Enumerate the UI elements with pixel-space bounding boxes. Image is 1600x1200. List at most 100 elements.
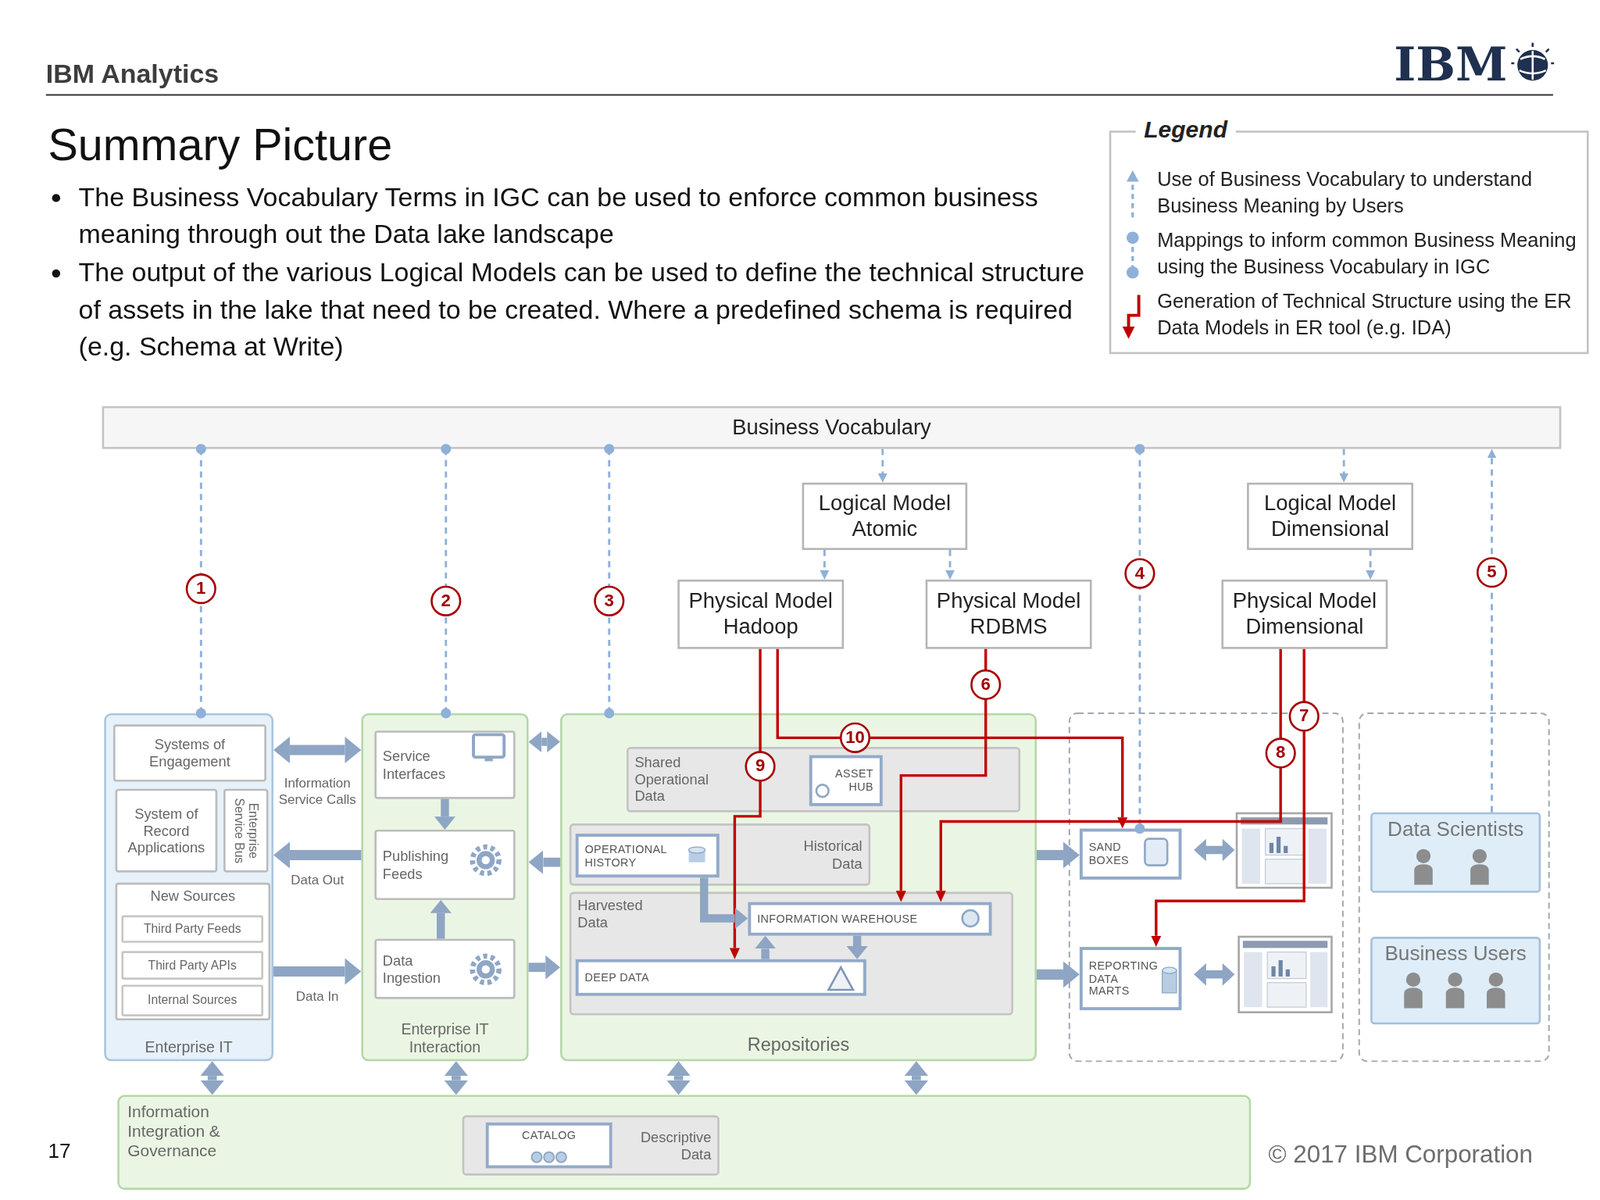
callout-number: 7 <box>1289 700 1320 732</box>
connector <box>289 744 346 755</box>
store-box: INFORMATION WAREHOUSE <box>747 902 992 936</box>
logo-text: IBM <box>1393 36 1508 93</box>
store-group: Harvested Data INFORMATION WAREHOUSE DEEP … <box>569 892 1014 1016</box>
edge-label-host: 1 <box>185 573 217 604</box>
bullet-text: The output of the various Logical Models… <box>78 254 1100 365</box>
legend-text: Mappings to inform common Business Meani… <box>1157 227 1581 281</box>
node-text: Third Party APIs <box>148 957 237 972</box>
store-group: Descriptive Data CATALOG <box>462 1115 720 1176</box>
legend-box: LegendUse of Business Vocabulary to unde… <box>1109 130 1590 354</box>
person-icon <box>1403 972 1505 1009</box>
source-box: Third Party Feeds <box>121 915 264 943</box>
callout-number: 6 <box>970 669 1001 700</box>
user-group: Data Scientists <box>1370 812 1541 893</box>
connector <box>440 799 449 817</box>
store-box: SAND BOXES <box>1079 828 1183 880</box>
store-box: ASSET HUB <box>809 755 883 807</box>
node-text: Logical Model Atomic <box>810 491 960 543</box>
edge-label-host: Data Out <box>270 872 365 889</box>
connector <box>273 966 345 977</box>
title-host: Summary Picture <box>47 118 393 172</box>
connector <box>734 649 761 949</box>
connector <box>207 1075 218 1080</box>
store-box: REPORTING DATA MARTS <box>1079 946 1183 1011</box>
edge-label-host: 2 <box>430 585 461 617</box>
dashboard-icon <box>1236 813 1332 888</box>
source-box: Third Party APIs <box>121 950 264 980</box>
node-text: System of Record Applications <box>123 805 210 857</box>
zone-panel: RepositoriesShared Operational DataASSET… <box>560 713 1037 1061</box>
node-text: ASSET HUB <box>827 767 874 794</box>
connector <box>1036 969 1064 980</box>
connector <box>911 1075 922 1080</box>
globe-icon <box>1510 42 1554 81</box>
connector <box>1490 457 1493 812</box>
node-text: DEEP DATA <box>584 971 650 985</box>
mart-icon <box>1162 967 1177 993</box>
node-text: Descriptive Data <box>629 1128 711 1163</box>
connector <box>1342 449 1346 474</box>
bullet-dot <box>52 193 61 202</box>
edge-label-host: 7 <box>1289 700 1320 732</box>
connector <box>444 449 447 714</box>
user-group: Business Users <box>1370 936 1541 1025</box>
bullet-dot <box>52 268 61 277</box>
analytics-zone <box>1069 713 1343 1061</box>
node-text: Harvested Data <box>577 896 649 931</box>
warehouse-icon <box>962 910 979 927</box>
sandbox-icon <box>1144 839 1168 866</box>
edge-label-host: 5 <box>1476 557 1508 588</box>
connector <box>1156 649 1304 936</box>
hub-icon <box>816 784 829 797</box>
store-box: CATALOG <box>485 1122 613 1169</box>
deep-data-icon <box>828 967 854 990</box>
label-host: IBM Analytics <box>46 57 219 90</box>
legend-row: Mappings to inform common Business Meani… <box>1110 227 1587 281</box>
legend-text: Use of Business Vocabulary to understand… <box>1157 166 1581 220</box>
node-text: Internal Sources <box>147 992 237 1008</box>
page-number: 17 <box>47 1139 71 1165</box>
callout-number: 10 <box>839 722 871 754</box>
connector <box>823 550 826 571</box>
legend-sample <box>1117 229 1148 281</box>
legend-text: Generation of Technical Structure using … <box>1157 288 1581 342</box>
flow-label: Data In <box>270 989 365 1005</box>
zone-panel: Information Integration & GovernanceDesc… <box>117 1094 1251 1190</box>
node-text: Enterprise Service Bus <box>231 792 261 870</box>
edge-label-host: 6 <box>970 669 1001 700</box>
node-text: Physical Model Dimensional <box>1229 589 1380 640</box>
bullet-text: The Business Vocabulary Terms in IGC can… <box>78 179 1100 254</box>
edge-label-host: 8 <box>1265 737 1297 768</box>
node-text: SAND BOXES <box>1089 840 1140 868</box>
connector <box>853 935 861 947</box>
catalog-icon <box>531 1152 566 1163</box>
callout-number: 5 <box>1476 557 1508 588</box>
node-text: Shared Operational Data <box>634 754 732 806</box>
node-text: Service Interfaces <box>382 747 465 782</box>
node-text: Data Ingestion <box>382 952 465 986</box>
connector <box>881 449 884 474</box>
connector <box>607 449 611 714</box>
node-text: Systems of Engagement <box>121 735 258 770</box>
legend-sample <box>1117 168 1148 220</box>
monitor-icon <box>473 734 504 761</box>
slide-title: Summary Picture <box>47 118 393 172</box>
legend-sample <box>1117 290 1148 342</box>
node-text: INFORMATION WAREHOUSE <box>757 912 918 926</box>
copyright: © 2017 IBM Corporation <box>1268 1139 1533 1169</box>
node-text: Logical Model Dimensional <box>1255 491 1406 543</box>
connector <box>940 649 1281 892</box>
database-icon <box>689 846 706 863</box>
bus-box: Enterprise Service Bus <box>223 789 268 873</box>
node-text: Data Scientists <box>1387 817 1524 842</box>
gear-icon <box>472 846 500 874</box>
node-text: Business Vocabulary <box>732 414 932 440</box>
store-group: Historical DataOPERATIONAL HISTORY <box>569 823 871 886</box>
node-text: Enterprise IT Interaction <box>369 1020 521 1057</box>
bullet-list: The Business Vocabulary Terms in IGC can… <box>78 179 1100 368</box>
legend-heading: Legend <box>1135 116 1236 143</box>
store-box: OPERATIONAL HISTORY <box>575 833 720 878</box>
model-box: Physical Model Hadoop <box>677 579 844 650</box>
legend-row: Use of Business Vocabulary to understand… <box>1110 166 1587 220</box>
component-box: Data Ingestion <box>374 939 515 1000</box>
